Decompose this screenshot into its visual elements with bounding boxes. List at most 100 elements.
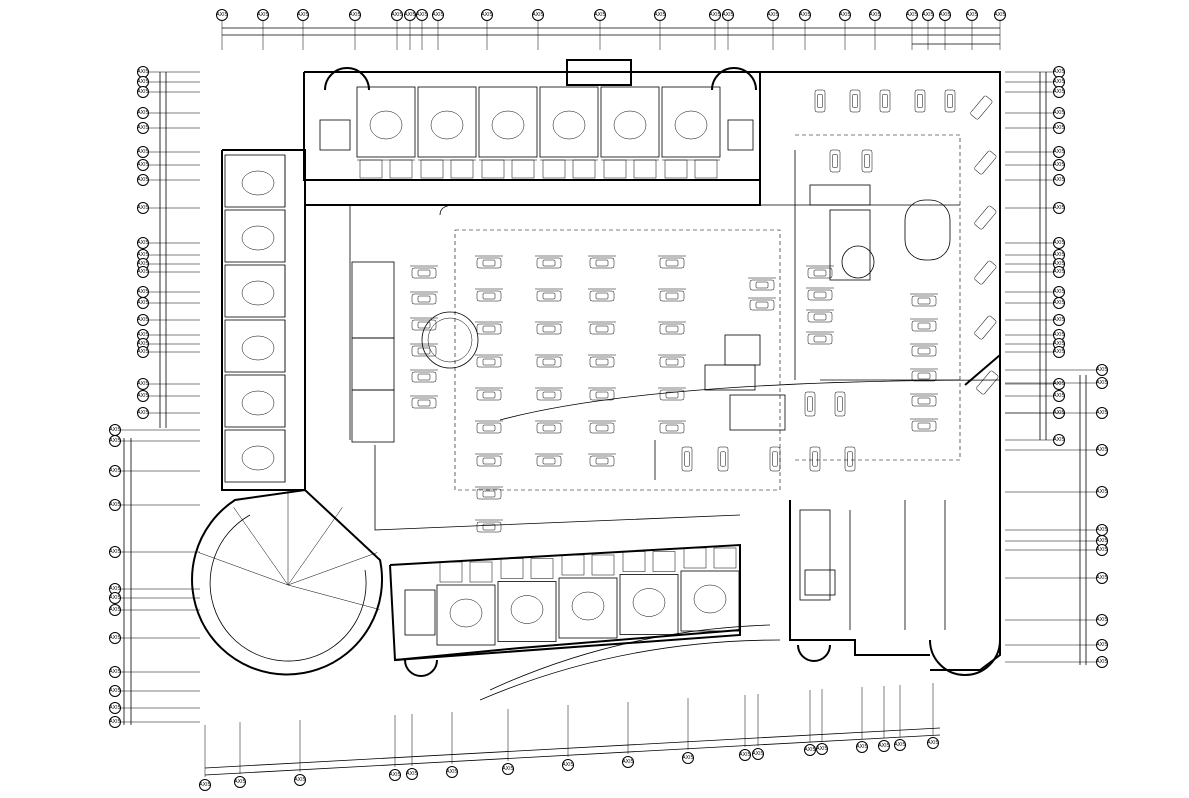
- svg-text:AXIS: AXIS: [1053, 162, 1065, 168]
- svg-text:AXIS: AXIS: [1053, 261, 1065, 267]
- svg-text:AXIS: AXIS: [594, 12, 606, 18]
- axis-bubble: AXIS: [406, 768, 418, 780]
- axis-bubble: AXIS: [502, 763, 514, 775]
- svg-text:AXIS: AXIS: [752, 751, 764, 757]
- svg-text:AXIS: AXIS: [722, 12, 734, 18]
- parking-circulation: [349, 134, 1001, 701]
- svg-text:AXIS: AXIS: [1053, 300, 1065, 306]
- svg-text:AXIS: AXIS: [137, 89, 149, 95]
- svg-text:AXIS: AXIS: [1053, 149, 1065, 155]
- svg-text:AXIS: AXIS: [804, 747, 816, 753]
- svg-text:AXIS: AXIS: [709, 12, 721, 18]
- svg-text:AXIS: AXIS: [109, 607, 121, 613]
- axis-bubble: AXIS: [739, 749, 751, 761]
- svg-text:AXIS: AXIS: [137, 261, 149, 267]
- axis-bubble: AXIS: [294, 774, 306, 786]
- svg-text:AXIS: AXIS: [137, 341, 149, 347]
- svg-text:AXIS: AXIS: [137, 162, 149, 168]
- axis-bubble: AXIS: [109, 435, 121, 447]
- svg-text:AXIS: AXIS: [1096, 538, 1108, 544]
- axis-bubble: AXIS: [709, 9, 721, 21]
- axis-bubble: AXIS: [1096, 656, 1108, 668]
- svg-text:AXIS: AXIS: [137, 393, 149, 399]
- axis-bubble: AXIS: [939, 9, 951, 21]
- svg-text:AXIS: AXIS: [1096, 642, 1108, 648]
- axis-bubble: AXIS: [137, 297, 149, 309]
- axis-bubble: AXIS: [137, 202, 149, 214]
- axis-bubble: AXIS: [137, 76, 149, 88]
- axis-bubble: AXIS: [404, 9, 416, 21]
- axis-bubble: AXIS: [1096, 544, 1108, 556]
- axis-bubble: AXIS: [804, 744, 816, 756]
- axis-bubble: AXIS: [1053, 314, 1065, 326]
- dimension-lines: [123, 27, 1087, 776]
- axis-bubble: AXIS: [137, 86, 149, 98]
- axis-bubble: AXIS: [722, 9, 734, 21]
- south-wing-rooms: [404, 547, 740, 646]
- svg-text:AXIS: AXIS: [878, 743, 890, 749]
- svg-text:AXIS: AXIS: [257, 12, 269, 18]
- axis-bubble: AXIS: [1053, 297, 1065, 309]
- svg-text:AXIS: AXIS: [109, 669, 121, 675]
- svg-text:AXIS: AXIS: [1096, 410, 1108, 416]
- svg-text:AXIS: AXIS: [109, 438, 121, 444]
- axis-bubble: AXIS: [594, 9, 606, 21]
- svg-text:AXIS: AXIS: [1053, 341, 1065, 347]
- axis-bubble: AXIS: [109, 592, 121, 604]
- svg-text:AXIS: AXIS: [109, 635, 121, 641]
- svg-text:AXIS: AXIS: [1053, 252, 1065, 258]
- svg-text:AXIS: AXIS: [137, 252, 149, 258]
- svg-text:AXIS: AXIS: [137, 79, 149, 85]
- svg-text:AXIS: AXIS: [502, 766, 514, 772]
- axis-bubble: AXIS: [894, 739, 906, 751]
- building-outline: [191, 59, 1001, 677]
- axis-bubble: AXIS: [137, 266, 149, 278]
- svg-text:AXIS: AXIS: [199, 782, 211, 788]
- svg-text:AXIS: AXIS: [216, 12, 228, 18]
- axis-bubble: AXIS: [1053, 390, 1065, 402]
- axis-bubble: AXIS: [1053, 346, 1065, 358]
- svg-text:AXIS: AXIS: [391, 12, 403, 18]
- axis-bubble: AXIS: [137, 314, 149, 326]
- axis-bubble: AXIS: [137, 174, 149, 186]
- north-wing-rooms: [319, 86, 754, 179]
- svg-text:AXIS: AXIS: [927, 740, 939, 746]
- svg-text:AXIS: AXIS: [137, 410, 149, 416]
- svg-text:AXIS: AXIS: [1053, 289, 1065, 295]
- axis-bubble: AXIS: [1096, 407, 1108, 419]
- axis-bubble: AXIS: [1096, 614, 1108, 626]
- axis-bubble: AXIS: [1053, 329, 1065, 341]
- axis-bubble: AXIS: [432, 9, 444, 21]
- axis-bubble: AXIS: [416, 9, 428, 21]
- axis-bubble: AXIS: [137, 407, 149, 419]
- axis-bubble: AXIS: [1053, 434, 1065, 446]
- axis-bubble: AXIS: [1053, 76, 1065, 88]
- svg-text:AXIS: AXIS: [109, 549, 121, 555]
- svg-text:AXIS: AXIS: [654, 12, 666, 18]
- axis-bubble: AXIS: [216, 9, 228, 21]
- svg-text:AXIS: AXIS: [1053, 89, 1065, 95]
- svg-text:AXIS: AXIS: [739, 752, 751, 758]
- svg-text:AXIS: AXIS: [922, 12, 934, 18]
- svg-text:AXIS: AXIS: [137, 349, 149, 355]
- svg-text:AXIS: AXIS: [137, 300, 149, 306]
- axis-bubble: AXIS: [622, 756, 634, 768]
- axis-bubble: AXIS: [109, 424, 121, 436]
- svg-text:AXIS: AXIS: [1053, 110, 1065, 116]
- axis-bubble: AXIS: [137, 390, 149, 402]
- axis-bubble: AXIS: [682, 752, 694, 764]
- svg-text:AXIS: AXIS: [137, 381, 149, 387]
- axis-bubble: AXIS: [137, 286, 149, 298]
- axis-bubble: AXIS: [752, 748, 764, 760]
- svg-text:AXIS: AXIS: [1096, 659, 1108, 665]
- svg-text:AXIS: AXIS: [137, 149, 149, 155]
- svg-text:AXIS: AXIS: [1096, 367, 1108, 373]
- svg-text:AXIS: AXIS: [137, 240, 149, 246]
- axis-bubble: AXIS: [816, 743, 828, 755]
- axis-bubble: AXIS: [1096, 377, 1108, 389]
- axis-bubble: AXIS: [1053, 107, 1065, 119]
- axis-bubble: AXIS: [109, 632, 121, 644]
- axis-bubble: AXIS: [1096, 524, 1108, 536]
